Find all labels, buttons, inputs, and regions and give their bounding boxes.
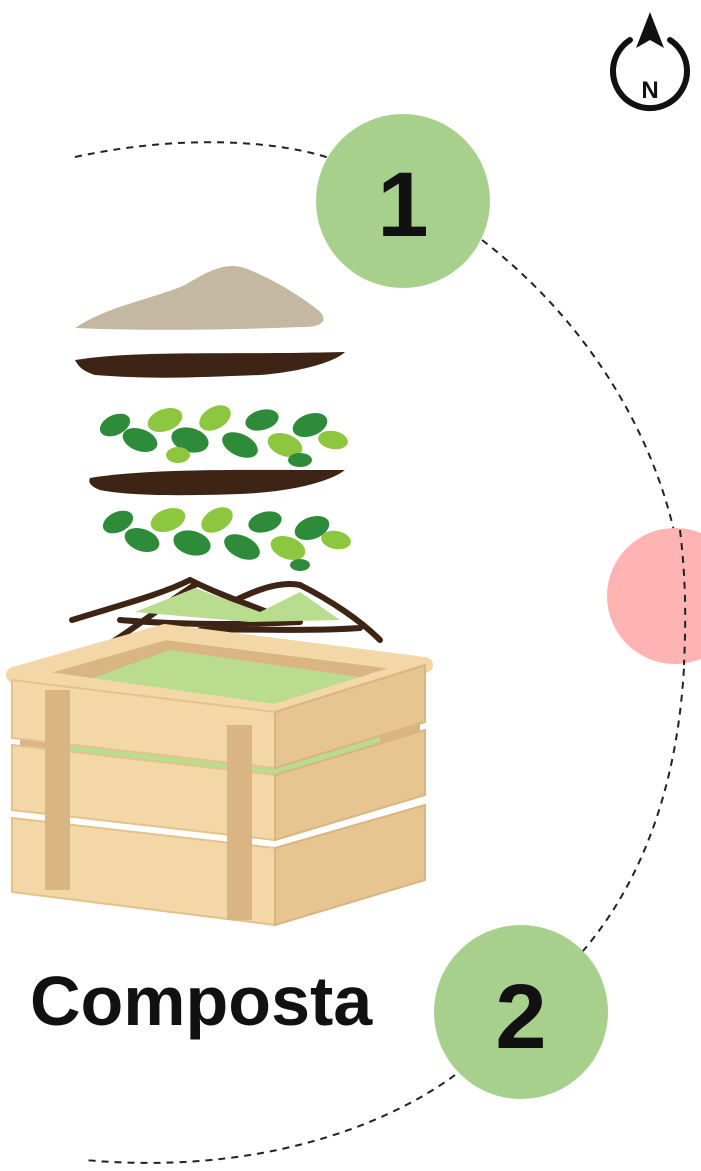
- soil-layer: [75, 266, 324, 330]
- green-leaves-layer: [99, 502, 352, 571]
- marker-pink: [607, 528, 701, 664]
- marker-2-label: 2: [495, 966, 546, 1068]
- marker-1-label: 1: [377, 154, 428, 256]
- compost-bin-layers-icon: [12, 266, 425, 925]
- crate-post-left: [45, 690, 70, 890]
- green-leaves-layer: [96, 400, 349, 467]
- marker-2: 2: [434, 925, 608, 1099]
- diagram-title: Composta: [30, 962, 373, 1040]
- brown-layer: [75, 352, 345, 378]
- marker-1: 1: [316, 114, 490, 288]
- crate-post-right: [227, 725, 252, 920]
- north-compass-icon: N: [613, 12, 687, 108]
- compass-letter: N: [641, 77, 658, 104]
- brown-layer: [89, 470, 345, 495]
